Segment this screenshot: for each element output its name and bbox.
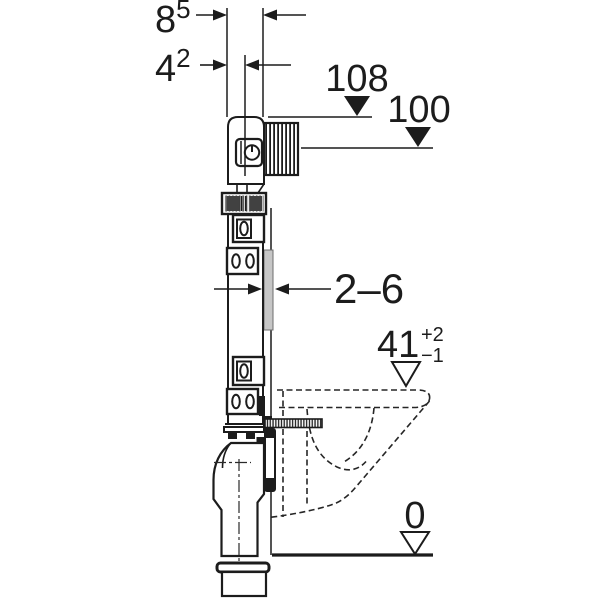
dim-label-8-5: 85	[155, 0, 191, 41]
toilet-bowl-outline	[268, 389, 431, 519]
arrowhead-icon	[213, 59, 227, 71]
elbow-body	[212, 441, 266, 558]
sleeve-cap-top	[265, 430, 275, 438]
foot-left	[228, 432, 237, 439]
extension-lines	[226, 8, 264, 117]
slot-hole	[231, 253, 241, 269]
arrowhead-icon	[248, 283, 262, 295]
plug-band-center-lines	[240, 196, 247, 211]
level-label-108: 108	[325, 58, 388, 100]
cistern-neck-lines	[236, 183, 265, 194]
level-label-100: 100	[387, 89, 450, 131]
tolerance-plus: +2	[421, 324, 444, 346]
bowl-basin-back	[342, 407, 375, 464]
level-label-41: 41	[377, 324, 419, 366]
inlet-corrugated-pipe	[262, 121, 300, 177]
elbow-inner-arc	[221, 443, 231, 469]
level-marker-100: 100	[301, 89, 451, 149]
bowl-underside	[268, 400, 431, 519]
sleeve-cap-bottom	[265, 478, 275, 490]
mounting-plate-upper-single	[231, 213, 266, 244]
plug-band-block-right	[250, 196, 262, 211]
wall-section	[263, 208, 274, 555]
fixing-rod	[263, 416, 323, 429]
plug-band-block-left	[227, 196, 239, 211]
connector-strip	[259, 396, 265, 416]
threaded-rod	[264, 418, 323, 429]
dim-label-2-6: 2–6	[334, 265, 404, 312]
dimension-4-2: 42	[155, 43, 291, 90]
triangle-down-filled-icon	[344, 96, 370, 116]
triangle-down-open-icon	[390, 361, 422, 388]
arrowhead-icon	[213, 9, 227, 21]
socket-body	[220, 570, 268, 598]
socket-flange	[215, 561, 271, 574]
arrowhead-icon	[245, 59, 259, 71]
drain-socket	[215, 561, 271, 598]
dimension-2-6: 2–6	[214, 265, 404, 312]
protection-plug-band	[220, 191, 268, 216]
bowl-rim-bottom	[279, 398, 431, 409]
arrowhead-icon	[263, 9, 277, 21]
drain-elbow	[212, 441, 266, 597]
cistern	[227, 116, 300, 194]
mounting-plate-lower-double	[225, 387, 260, 416]
triangle-down-filled-icon	[405, 127, 431, 147]
tolerance-minus: −1	[421, 345, 444, 367]
frame-foot	[223, 423, 265, 439]
mounting-plate-lower-single	[231, 355, 266, 387]
level-label-0: 0	[404, 495, 425, 537]
wall-finish-band	[263, 249, 274, 331]
slot-hole	[239, 220, 249, 237]
level-marker-0: 0	[399, 495, 431, 556]
level-marker-108: 108	[268, 58, 389, 118]
bowl-basin-front	[306, 408, 367, 471]
slot-hole	[245, 393, 255, 410]
arrowhead-icon	[275, 283, 289, 295]
triangle-down-open-icon	[399, 531, 431, 556]
slot-hole	[239, 363, 249, 379]
dimension-8-5: 85	[155, 0, 306, 41]
mounting-plate-upper-double	[225, 246, 260, 276]
bowl-rim-top	[277, 389, 431, 400]
foot-right	[246, 432, 255, 439]
dim-label-4-2: 42	[155, 43, 191, 90]
foot-plate	[223, 426, 265, 433]
slot-hole	[245, 253, 255, 269]
slot-hole	[231, 393, 241, 410]
level-marker-41: 41 +2 −1	[377, 324, 444, 388]
